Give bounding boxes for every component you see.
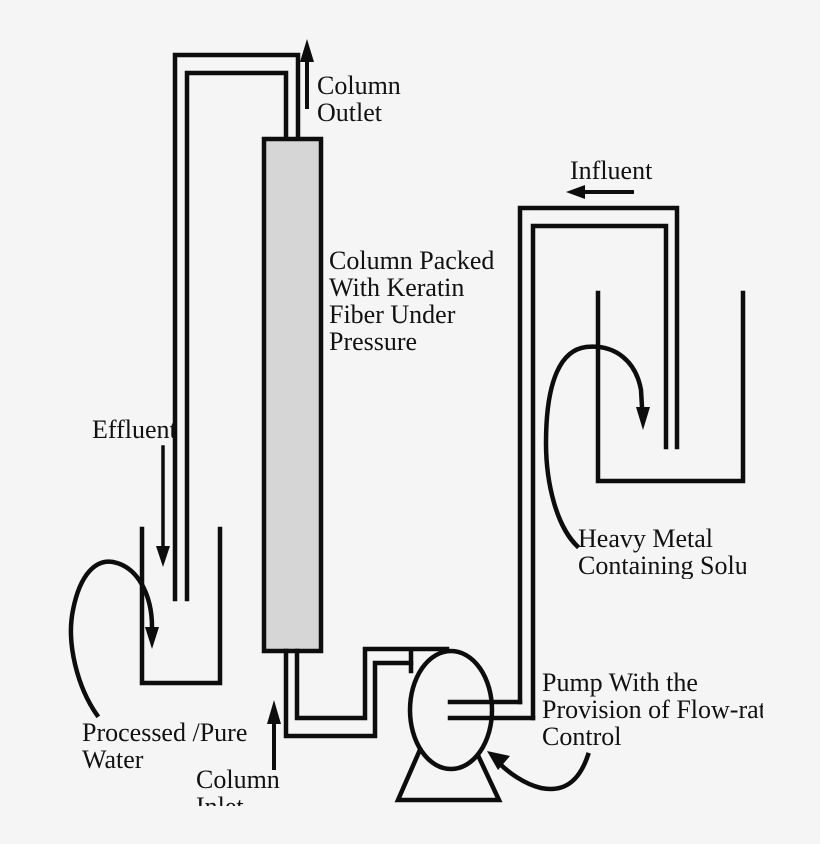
effluent-arrow <box>156 445 170 567</box>
column-outlet-label: Column Outlet <box>317 71 401 127</box>
pump-body <box>407 648 495 772</box>
heavy-metal-pointer <box>543 344 650 550</box>
column-inlet-arrow <box>267 700 281 770</box>
heavy-metal-label: Heavy Metal Containing Solution <box>578 525 746 579</box>
effluent-label: Effluent <box>92 415 177 444</box>
influent-pipe <box>517 205 680 721</box>
processed-water-beaker <box>139 526 223 686</box>
column-inlet-pipe <box>283 646 450 739</box>
column-inlet-label: Column Inlet <box>196 766 280 806</box>
column-outlet-arrow <box>300 39 314 109</box>
processed-water-pointer <box>68 559 159 719</box>
pump-right-port <box>447 699 536 721</box>
influent-label: Influent <box>570 156 653 185</box>
influent-arrow <box>566 185 634 199</box>
heavy-metal-beaker <box>595 290 746 484</box>
effluent-pipe <box>172 52 301 602</box>
pump-base <box>394 748 503 803</box>
processed-water-label: Processed /Pure Water <box>82 718 248 774</box>
pump-label: Pump With the Provision of Flow-rate Con… <box>542 669 763 750</box>
packed-column <box>261 136 324 654</box>
column-packed-label: Column Packed With Keratin Fiber Under P… <box>329 246 495 356</box>
pump-pointer <box>487 751 591 792</box>
